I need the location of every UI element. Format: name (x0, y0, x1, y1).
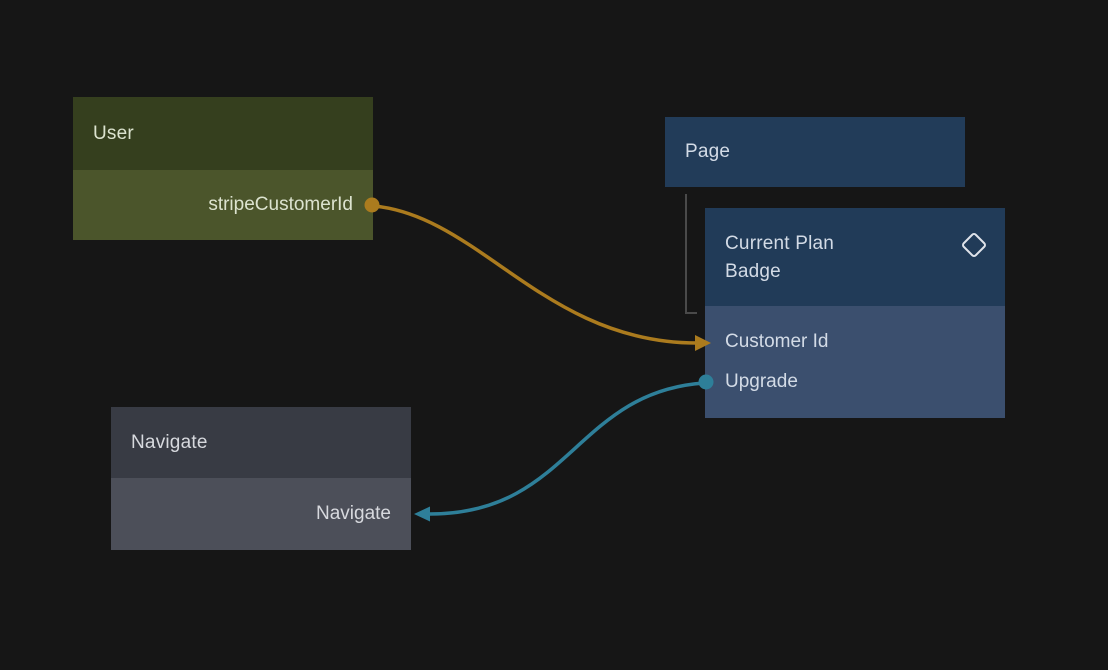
node-page-header[interactable]: Page (665, 117, 965, 187)
field-customer-id-label: Customer Id (725, 331, 829, 352)
node-page-title: Page (685, 141, 731, 162)
edge-stripe-customer-id-curve[interactable] (373, 204, 698, 345)
field-upgrade-label: Upgrade (725, 371, 798, 392)
field-customer-id[interactable]: Customer Id (705, 322, 1005, 362)
node-navigate-title: Navigate (131, 431, 208, 453)
field-navigate-label: Navigate (316, 503, 391, 524)
node-current-plan-badge[interactable]: Current Plan Badge Customer Id Upgrade (705, 208, 1005, 418)
node-user[interactable]: User stripeCustomerId (73, 97, 373, 240)
node-navigate[interactable]: Navigate Navigate (111, 407, 411, 550)
diamond-icon (962, 233, 986, 257)
node-current-plan-badge-header[interactable]: Current Plan Badge (705, 208, 1005, 306)
field-stripe-customer-id-label: stripeCustomerId (208, 194, 353, 215)
node-user-header[interactable]: User (73, 97, 373, 170)
node-current-plan-badge-body: Customer Id Upgrade (705, 306, 1005, 418)
node-user-body: stripeCustomerId (73, 170, 373, 240)
node-user-title: User (93, 122, 134, 144)
node-current-plan-badge-title: Current Plan Badge (725, 233, 835, 282)
edge-upgrade-curve[interactable] (429, 381, 705, 516)
field-navigate[interactable]: Navigate (111, 494, 411, 534)
field-upgrade[interactable]: Upgrade (705, 362, 1005, 402)
edge-upgrade-arrowhead[interactable] (414, 506, 430, 522)
field-stripe-customer-id[interactable]: stripeCustomerId (73, 185, 373, 225)
node-page[interactable]: Page (665, 117, 965, 187)
tree-connector-line (685, 194, 697, 314)
node-navigate-header[interactable]: Navigate (111, 407, 411, 478)
diamond-icon-shape (962, 233, 986, 257)
node-navigate-body: Navigate (111, 478, 411, 550)
